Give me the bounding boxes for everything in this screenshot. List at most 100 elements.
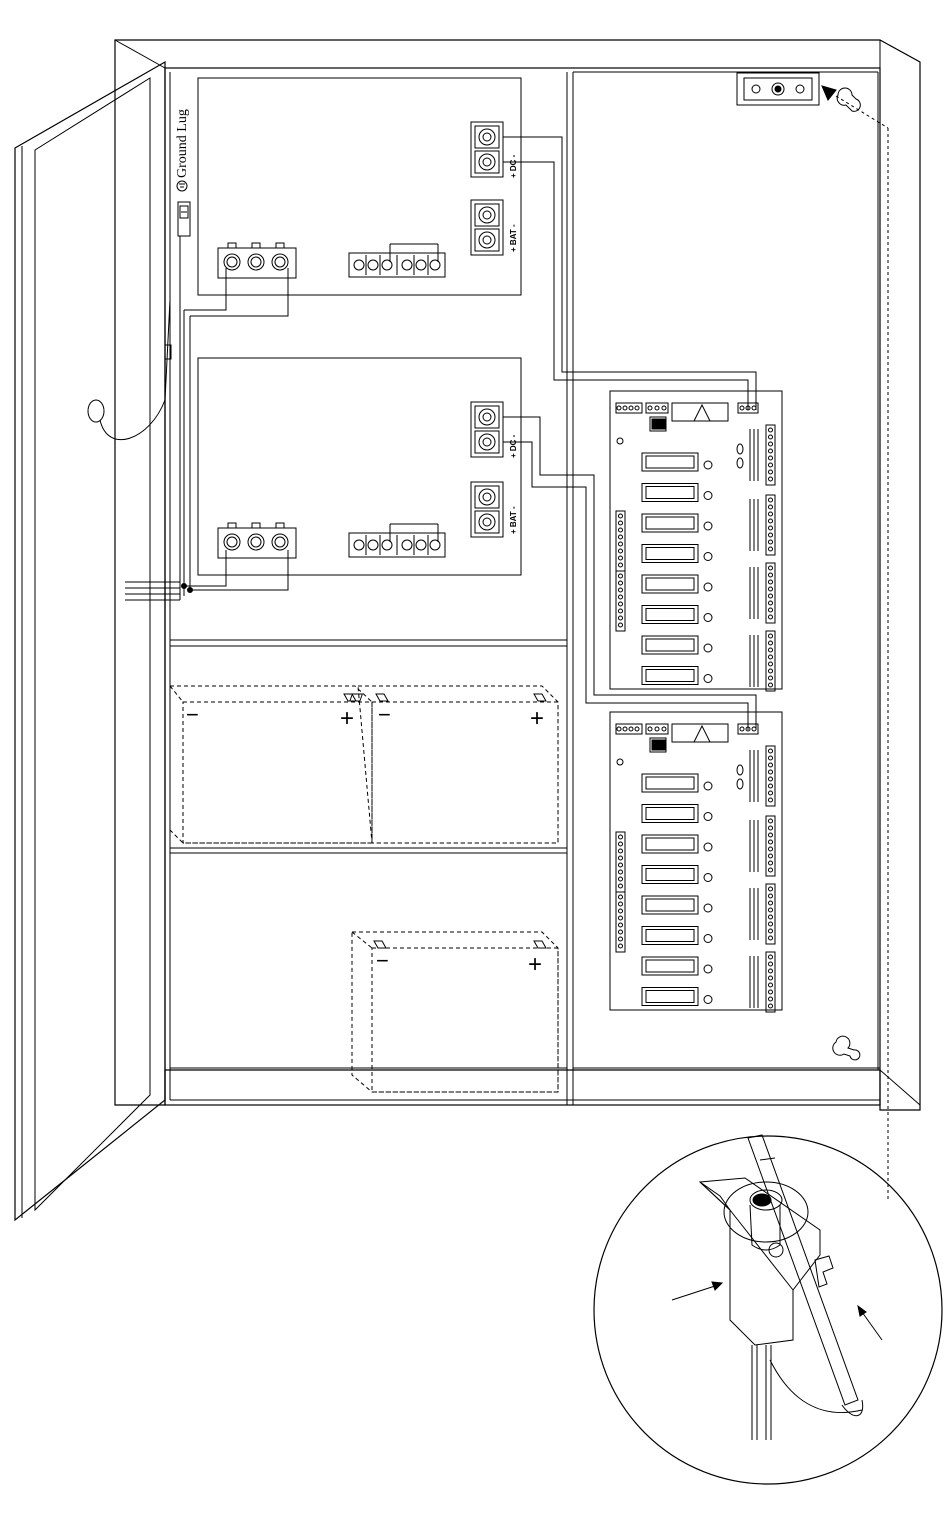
terminal-screw: [662, 406, 666, 410]
terminal-screw: [619, 944, 623, 948]
fuse: [646, 670, 694, 682]
terminal-screw: [769, 819, 773, 823]
board-outline: [610, 712, 782, 1010]
terminal-screw: [617, 727, 621, 731]
battery-terminal: + BAT -: [471, 482, 518, 537]
battery-right-minus: −: [378, 702, 391, 727]
fuse-led: [704, 644, 712, 652]
fuse-led: [704, 522, 712, 530]
fuse-led: [704, 492, 712, 500]
dc-wiring: [503, 137, 756, 730]
terminal-screw: [619, 581, 623, 585]
output-terminal-strip: [766, 816, 775, 876]
terminal-screw: [619, 930, 623, 934]
terminal-screw: [769, 756, 773, 760]
input-terminal: [646, 724, 668, 734]
terminal-screw: [769, 826, 773, 830]
board-outline: [610, 391, 782, 689]
terminal-screw: [769, 990, 773, 994]
terminal-screw: [769, 915, 773, 919]
fuse: [646, 777, 694, 789]
relay: [672, 403, 728, 421]
fuse: [646, 899, 694, 911]
ground-symbol-icon: [177, 181, 187, 191]
screw-terminal-icon: [248, 254, 264, 270]
terminal-screw: [769, 498, 773, 502]
terminal-screw: [769, 749, 773, 753]
relay: [672, 724, 728, 742]
ac-terminal-block: [218, 523, 296, 558]
output-terminal-strip: [766, 631, 775, 691]
bat-terminal-label: + BAT -: [509, 224, 518, 252]
terminal-screw: [769, 887, 773, 891]
terminal-screw: [769, 840, 773, 844]
battery-left-plus: +: [340, 705, 354, 732]
terminal-screw: [769, 477, 773, 481]
terminal-screw: [769, 908, 773, 912]
output-terminal-strip: [616, 511, 625, 571]
fuse: [646, 930, 694, 942]
terminal-screw: [655, 406, 659, 410]
component: [737, 779, 743, 789]
terminal-screw: [619, 609, 623, 613]
component: [737, 444, 743, 454]
fuse-led: [704, 874, 712, 882]
dip-toggle: [658, 419, 660, 429]
screw-terminal-icon: [224, 534, 240, 550]
terminal-screw: [769, 601, 773, 605]
terminal-screw: [655, 727, 659, 731]
bat-terminal-label: + BAT -: [509, 506, 518, 534]
fuse: [646, 487, 694, 499]
terminal-screw: [769, 634, 773, 638]
fuse: [646, 548, 694, 560]
terminal-screw: [769, 901, 773, 905]
output-terminal-strip: [616, 892, 625, 952]
output-terminal-strip: [766, 746, 775, 806]
terminal-screw: [769, 566, 773, 570]
fuse: [646, 869, 694, 881]
power-supply-board-1: + DC - + BAT -: [198, 78, 521, 295]
terminal-screw: [769, 463, 773, 467]
fuse-led: [704, 813, 712, 821]
battery-right-plus: +: [530, 705, 544, 732]
terminal-screw: [619, 884, 623, 888]
terminal-screw: [769, 519, 773, 523]
screw-terminal-icon: [224, 254, 240, 270]
ground-lug-label: Ground Lug: [175, 109, 190, 178]
terminal-screw: [769, 428, 773, 432]
terminal-screw: [769, 791, 773, 795]
terminal-screw: [619, 916, 623, 920]
terminal-screw: [752, 727, 756, 731]
terminal-screw: [648, 406, 652, 410]
dip-toggle: [661, 740, 663, 750]
terminal-screw: [769, 955, 773, 959]
output-terminal-strip: [766, 563, 775, 623]
terminal-screw: [619, 616, 623, 620]
output-terminal-strip: [766, 952, 775, 1012]
battery-left-minus: −: [186, 702, 199, 727]
terminal-screw: [769, 833, 773, 837]
terminal-screw: [619, 923, 623, 927]
output-terminal-strip: [766, 884, 775, 944]
output-terminal-strip: [766, 495, 775, 555]
screw-terminal-icon: [272, 534, 288, 550]
terminal-screw: [752, 406, 756, 410]
terminal-screw: [769, 533, 773, 537]
fuse-led: [704, 614, 712, 622]
terminal-screw: [619, 877, 623, 881]
terminal-screw: [619, 549, 623, 553]
terminal-screw: [769, 470, 773, 474]
terminal-screw: [619, 842, 623, 846]
indicator-triangle: [694, 405, 710, 421]
door-lock-icon: [88, 400, 104, 422]
fuse: [646, 991, 694, 1003]
terminal-screw: [619, 863, 623, 867]
dc-output-terminal: + DC -: [471, 402, 518, 458]
terminal-screw: [769, 770, 773, 774]
terminal-screw: [769, 655, 773, 659]
input-terminal: [646, 403, 668, 413]
terminal-screw: [769, 580, 773, 584]
fuse-led: [704, 782, 712, 790]
indicator-triangle: [694, 726, 710, 742]
terminal-screw: [769, 983, 773, 987]
